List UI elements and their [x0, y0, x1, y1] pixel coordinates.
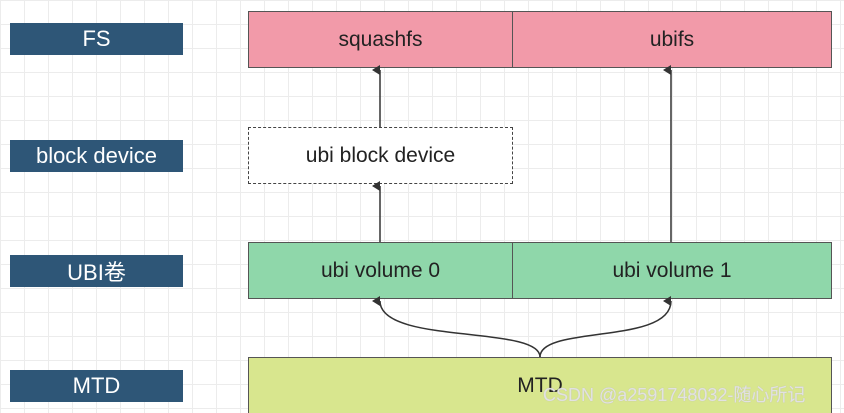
ubifs-box: ubifs [512, 11, 832, 68]
ubi-volume-1-box: ubi volume 1 [512, 242, 832, 299]
ubi-volume-0-box: ubi volume 0 [248, 242, 513, 299]
arrow-mtd-to-volume1 [539, 296, 672, 358]
layer-label-block-device: block device [10, 140, 183, 172]
arrow-mtd-to-volume0 [372, 296, 541, 358]
csdn-watermark: CSDN @a2591748032-随心所记 [543, 385, 806, 405]
layer-label-fs: FS [10, 23, 183, 55]
layer-label-ubi: UBI卷 [10, 255, 183, 287]
layer-label-mtd: MTD [10, 370, 183, 402]
mtd-box: MTD [248, 357, 832, 413]
squashfs-box: squashfs [248, 11, 513, 68]
ubi-block-device-box: ubi block device [248, 127, 513, 184]
